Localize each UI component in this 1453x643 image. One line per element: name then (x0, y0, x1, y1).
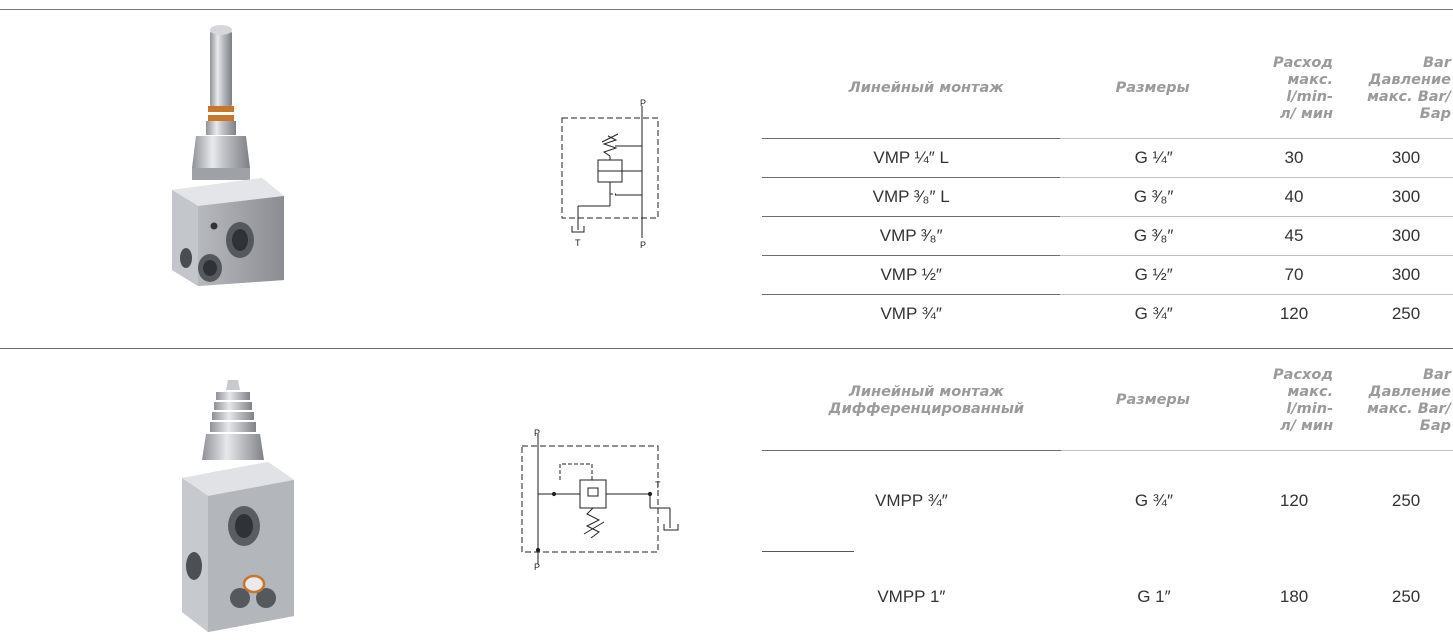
cell-pressure: 300 (1335, 137, 1453, 177)
hydraulic-schematic-vmp: P P T (561, 98, 659, 250)
table-header-row: Линейный монтаж Дифференцированный Разме… (762, 352, 1453, 450)
cell-size: G ½″ (1060, 254, 1213, 294)
cell-flow: 120 (1213, 449, 1336, 552)
table-row: VMPP 1″ G 1″ 180 250 (762, 552, 1453, 642)
cell-size: G ¼″ (1060, 137, 1213, 177)
table-header-row: Линейный монтаж Размеры Расход макс. l/m… (762, 40, 1453, 138)
schematic-label-p-bottom: P (534, 562, 540, 572)
cell-model: VMPP ¾″ (762, 449, 1061, 552)
section-divider (0, 348, 1453, 349)
table-row: VMP ¾″ G ¾″ 120 250 (762, 293, 1453, 333)
cell-flow: 30 (1212, 137, 1336, 177)
schematic-label-p-top: P (640, 98, 646, 108)
cell-flow: 70 (1212, 254, 1336, 294)
schematic-label-t: T (575, 238, 581, 248)
cell-size: G ³⁄₈″ (1060, 176, 1213, 216)
product-image-vmp (172, 25, 284, 286)
cell-model: VMPP 1″ (877, 587, 946, 606)
header-size: Размеры (1115, 80, 1190, 97)
spec-table-vmpp: Линейный монтаж Дифференцированный Разме… (762, 352, 1453, 642)
cell-pressure: 250 (1335, 449, 1453, 552)
schematic-label-t: T (655, 480, 661, 490)
table-row: VMP ½″ G ½″ 70 300 (762, 254, 1453, 294)
cell-flow: 45 (1212, 215, 1336, 255)
cell-model: VMP ¾″ (762, 293, 1061, 333)
cell-pressure: 300 (1335, 254, 1453, 294)
cell-model: VMP ¼″ L (762, 137, 1061, 177)
header-pressure: Bar Давление макс. Bar/Бар (1367, 366, 1451, 434)
cell-flow: 180 (1279, 587, 1309, 606)
header-model: Линейный монтаж (848, 80, 1004, 97)
schematic-label-p-bottom: P (640, 240, 646, 250)
header-size: Размеры (1115, 392, 1190, 409)
spec-table-vmp: Линейный монтаж Размеры Расход макс. l/m… (762, 40, 1453, 333)
cell-model: VMP ½″ (762, 254, 1061, 294)
schematic-label-p-top: P (534, 428, 540, 438)
header-pressure: Bar Давление макс. Bar/Бар (1367, 54, 1451, 122)
cell-pressure: 250 (1335, 293, 1453, 333)
cell-pressure: 300 (1335, 176, 1453, 216)
header-flow: Расход макс. l/min- л/ мин (1273, 366, 1334, 434)
row-divider (762, 551, 854, 552)
cell-size: G ¾″ (1060, 449, 1214, 552)
table-row: VMP ¼″ L G ¼″ 30 300 (762, 137, 1453, 177)
header-model: Линейный монтаж Дифференцированный (828, 383, 1025, 417)
header-flow: Расход макс. l/min- л/ мин (1272, 54, 1334, 122)
cell-model: VMP ³⁄₈″ L (762, 176, 1061, 216)
top-divider (0, 9, 1453, 10)
cell-pressure: 250 (1391, 587, 1421, 606)
hydraulic-schematic-vmpp: P P T (521, 428, 679, 572)
cell-pressure: 300 (1335, 215, 1453, 255)
cell-size: G 1″ (1137, 587, 1171, 606)
cell-model: VMP ³⁄₈″ (762, 215, 1061, 255)
cell-flow: 40 (1212, 176, 1336, 216)
table-row: VMPP ¾″ G ¾″ 120 250 (762, 449, 1453, 552)
cell-flow: 120 (1212, 293, 1336, 333)
table-row: VMP ³⁄₈″ G ³⁄₈″ 45 300 (762, 215, 1453, 255)
cell-size: G ¾″ (1060, 293, 1213, 333)
cell-size: G ³⁄₈″ (1060, 215, 1213, 255)
table-row: VMP ³⁄₈″ L G ³⁄₈″ 40 300 (762, 176, 1453, 216)
product-image-vmpp (182, 380, 294, 632)
